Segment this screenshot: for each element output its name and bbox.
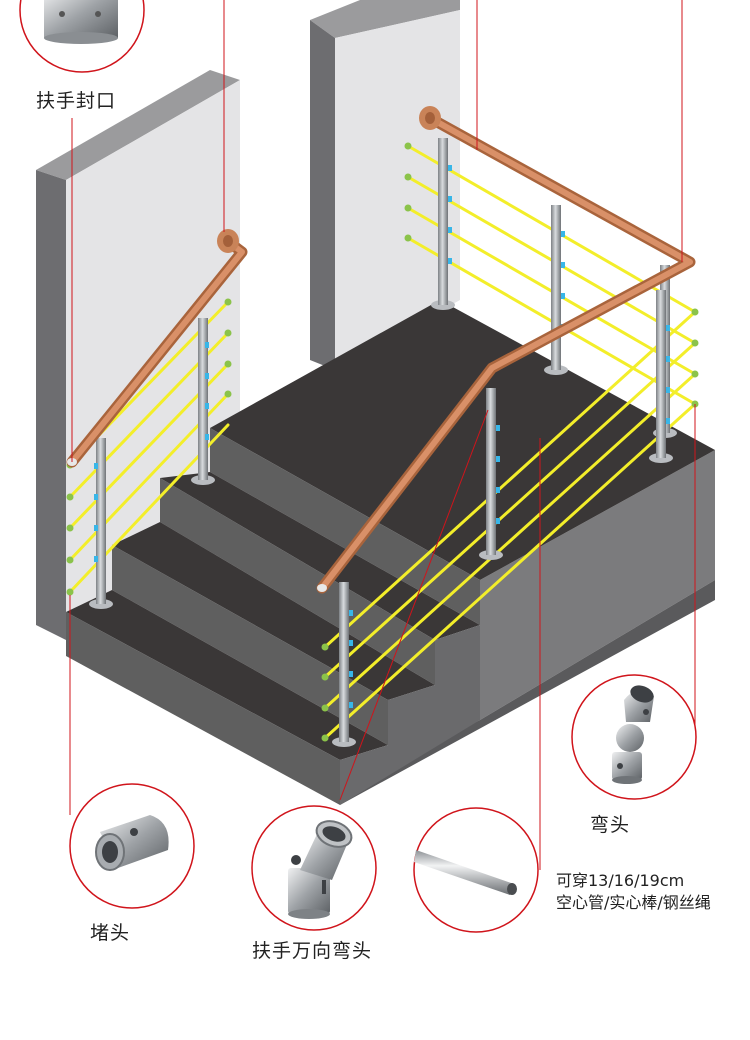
label-handrail-cap: 扶手封口 (36, 90, 117, 112)
rod-clips (94, 165, 670, 708)
posts (89, 138, 677, 747)
label-rod-spec-line2: 空心管/实心棒/钢丝绳 (556, 893, 711, 912)
rod (323, 310, 697, 649)
rod-end-caps (66, 142, 699, 742)
back-wall (310, 0, 460, 370)
rod (323, 341, 697, 679)
rod (323, 402, 697, 740)
post (332, 582, 356, 747)
rod (323, 372, 697, 710)
post (479, 388, 503, 560)
detail-end-plug (69, 783, 195, 909)
post (89, 438, 113, 609)
detail-swivel-elbow (251, 805, 377, 931)
wall-flanges (67, 106, 441, 592)
post (544, 205, 568, 375)
post (431, 138, 455, 310)
callout-lines (69, 0, 696, 870)
label-swivel-elbow: 扶手万向弯头 (252, 940, 373, 962)
staircase (66, 300, 715, 805)
detail-elbow (571, 674, 697, 800)
post (191, 318, 215, 485)
label-rod-spec-line1: 可穿13/16/19cm (556, 871, 685, 890)
detail-handrail-cap (19, 0, 145, 73)
post (649, 290, 673, 463)
label-end-plug: 堵头 (90, 922, 131, 944)
detail-tube (413, 807, 539, 933)
label-elbow: 弯头 (590, 814, 631, 836)
